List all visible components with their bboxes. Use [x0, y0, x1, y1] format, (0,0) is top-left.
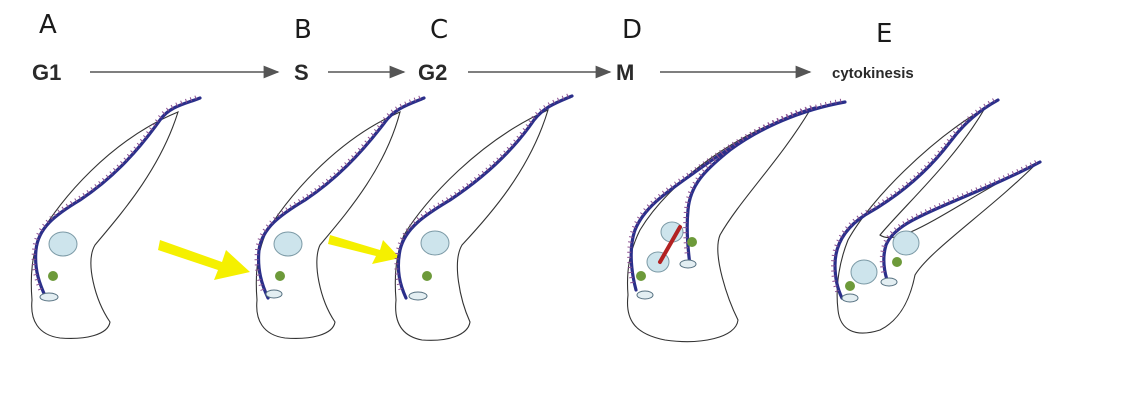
basal-body — [680, 260, 696, 268]
stage-letter-b: B — [294, 15, 312, 45]
cell-body — [627, 110, 810, 342]
nucleus — [49, 232, 77, 256]
cell-c — [394, 94, 572, 340]
kinetoplast — [845, 281, 855, 291]
highlight-arrow-c — [328, 235, 400, 264]
kinetoplast — [687, 237, 697, 247]
kinetoplast-daughter — [636, 271, 646, 281]
stage-letter-d: D — [622, 15, 642, 45]
stage-letter-c: C — [430, 15, 448, 45]
basal-body — [409, 292, 427, 300]
nucleus — [274, 232, 302, 256]
basal-body-daughter — [637, 291, 653, 299]
nucleus-daughter — [893, 231, 919, 255]
cell-d — [627, 99, 845, 342]
stage-letter-e: E — [876, 19, 892, 49]
cell-body — [395, 110, 548, 340]
phase-label-s: S — [294, 60, 309, 85]
nucleus — [851, 260, 877, 284]
basal-body — [266, 290, 282, 298]
nucleus — [421, 231, 449, 255]
phase-label-g2: G2 — [418, 60, 447, 85]
highlight-arrow-b — [158, 240, 250, 280]
kinetoplast — [48, 271, 58, 281]
kinetoplast-daughter — [892, 257, 902, 267]
stage-letter-a: A — [39, 10, 57, 40]
basal-body-daughter — [881, 278, 897, 286]
kinetoplast — [275, 271, 285, 281]
cell-e — [831, 99, 1040, 334]
cell-body — [31, 112, 178, 338]
basal-body — [40, 293, 58, 301]
kinetoplast — [422, 271, 432, 281]
phase-label-cytokinesis: cytokinesis — [832, 65, 914, 82]
cell-body — [837, 108, 1038, 333]
cell-body — [256, 112, 400, 338]
phase-label-g1: G1 — [32, 60, 61, 85]
basal-body — [842, 294, 858, 302]
phase-label-m: M — [616, 60, 634, 85]
cell-a — [31, 96, 200, 339]
